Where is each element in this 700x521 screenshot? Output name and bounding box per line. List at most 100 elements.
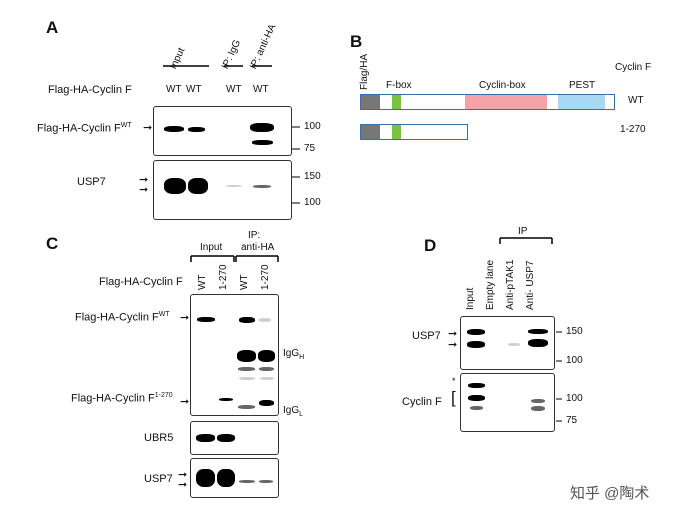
band bbox=[260, 377, 274, 380]
band bbox=[259, 400, 274, 406]
panel-d-lane-3: Anti-pTAK1 bbox=[505, 259, 516, 310]
igg-h-label: IgGH bbox=[283, 348, 305, 361]
tag-domain bbox=[361, 125, 380, 139]
arrow-icon: ➞ bbox=[178, 479, 188, 491]
tag-domain bbox=[361, 95, 380, 109]
band bbox=[259, 367, 274, 371]
panel-d-blot-usp7 bbox=[460, 316, 555, 370]
panel-c-blot-usp7 bbox=[190, 458, 279, 498]
band bbox=[528, 329, 548, 334]
wt-label: WT bbox=[628, 95, 644, 106]
band bbox=[226, 185, 242, 187]
panel-d-blot-cyclinf bbox=[460, 373, 555, 432]
panel-c-270-label: Flag-HA-Cyclin F1-270 bbox=[71, 392, 173, 405]
mw-marker: 150 bbox=[566, 326, 583, 337]
trunc-label: 1-270 bbox=[620, 124, 646, 135]
band bbox=[164, 178, 186, 194]
band bbox=[508, 343, 520, 346]
panel-c-lane-3: WT bbox=[239, 274, 250, 290]
band bbox=[217, 434, 235, 442]
panel-c-input-label: Input bbox=[200, 242, 223, 253]
arrow-icon: ➞ bbox=[448, 339, 458, 351]
arrow-icon: ➞ bbox=[448, 328, 458, 340]
panel-c-ip-label: IP: bbox=[248, 230, 261, 241]
tag-label: Flag/HA bbox=[359, 53, 370, 90]
mw-marker: 100 bbox=[566, 393, 583, 404]
watermark: 知乎 @陶术 bbox=[570, 485, 650, 502]
band bbox=[197, 317, 215, 322]
panel-d-cyclinf-label: Cyclin F bbox=[402, 396, 442, 408]
band bbox=[531, 406, 545, 411]
arrow-icon: ➞ bbox=[180, 312, 190, 324]
band bbox=[468, 383, 485, 388]
band bbox=[239, 377, 255, 380]
panel-d-lane-2: Empty lane bbox=[485, 259, 496, 310]
band bbox=[253, 185, 271, 188]
band bbox=[196, 469, 215, 487]
panel-c-blot-main bbox=[190, 294, 279, 416]
panel-a-blot-usp7 bbox=[153, 160, 292, 220]
panel-c-lane-2: 1-270 bbox=[218, 264, 229, 290]
panel-d-ip-label: IP bbox=[518, 226, 528, 237]
pest-domain bbox=[558, 95, 605, 109]
panel-d-usp7-label: USP7 bbox=[412, 330, 441, 342]
panel-a-lane-1: WT bbox=[166, 84, 182, 95]
band bbox=[219, 398, 233, 401]
band bbox=[259, 318, 271, 322]
band bbox=[470, 406, 483, 410]
arrow-icon: ➞ bbox=[180, 396, 190, 408]
band bbox=[217, 469, 235, 487]
cyclinbox-label: Cyclin-box bbox=[479, 80, 526, 91]
panel-a-label: A bbox=[46, 18, 59, 37]
star-mark: * bbox=[452, 376, 456, 386]
arrow-icon: ➞ bbox=[139, 174, 149, 186]
panel-c-blot-ubr5 bbox=[190, 421, 279, 455]
band bbox=[467, 341, 485, 348]
panel-a-lane-3: WT bbox=[226, 84, 242, 95]
panel-c-wt-label: Flag-HA-Cyclin FWT bbox=[75, 311, 170, 324]
igg-l-label: IgGL bbox=[283, 405, 304, 418]
panel-a-blot-cyclinf bbox=[153, 106, 292, 156]
fbox-label: F-box bbox=[386, 80, 412, 91]
panel-c-usp7-label: USP7 bbox=[144, 473, 173, 485]
panel-d-label: D bbox=[424, 236, 437, 255]
panel-d-lane-4: Anti- USP7 bbox=[525, 260, 536, 310]
band bbox=[237, 350, 256, 362]
panel-d-lane-1: Input bbox=[465, 287, 476, 310]
band bbox=[258, 350, 275, 362]
band bbox=[252, 140, 273, 145]
panel-a-row-label: Flag-HA-Cyclin F bbox=[48, 84, 132, 96]
cyclinbox-domain bbox=[465, 95, 547, 109]
band bbox=[531, 399, 545, 403]
fbox-domain bbox=[392, 125, 401, 139]
panel-c-ubr5-label: UBR5 bbox=[144, 432, 174, 444]
band bbox=[250, 123, 274, 132]
panel-c-row-label: Flag-HA-Cyclin F bbox=[99, 276, 183, 288]
band bbox=[196, 434, 215, 442]
pest-label: PEST bbox=[569, 80, 596, 91]
band bbox=[239, 480, 255, 483]
bracket-mark: [ bbox=[451, 388, 456, 407]
mw-marker: 100 bbox=[304, 121, 321, 132]
domain-bar-trunc bbox=[360, 124, 468, 140]
band bbox=[188, 178, 208, 194]
mw-marker: 75 bbox=[566, 415, 578, 426]
arrow-icon: ➞ bbox=[143, 122, 153, 134]
panel-a-blot1-label: Flag-HA-Cyclin FWT bbox=[37, 122, 132, 135]
mw-marker: 150 bbox=[304, 171, 321, 182]
band bbox=[528, 339, 548, 347]
mw-marker: 100 bbox=[304, 197, 321, 208]
protein-label: Cyclin F bbox=[615, 62, 652, 73]
arrow-icon: ➞ bbox=[139, 184, 149, 196]
band bbox=[259, 480, 273, 483]
band bbox=[164, 126, 184, 132]
panel-c-lane-4: 1-270 bbox=[260, 264, 271, 290]
band bbox=[238, 367, 255, 371]
panel-a-usp7-label: USP7 bbox=[77, 176, 106, 188]
fbox-domain bbox=[392, 95, 401, 109]
mw-marker: 75 bbox=[304, 143, 316, 154]
panel-c-antiha-label: anti-HA bbox=[241, 242, 275, 253]
mw-marker: 100 bbox=[566, 355, 583, 366]
band bbox=[188, 127, 205, 132]
